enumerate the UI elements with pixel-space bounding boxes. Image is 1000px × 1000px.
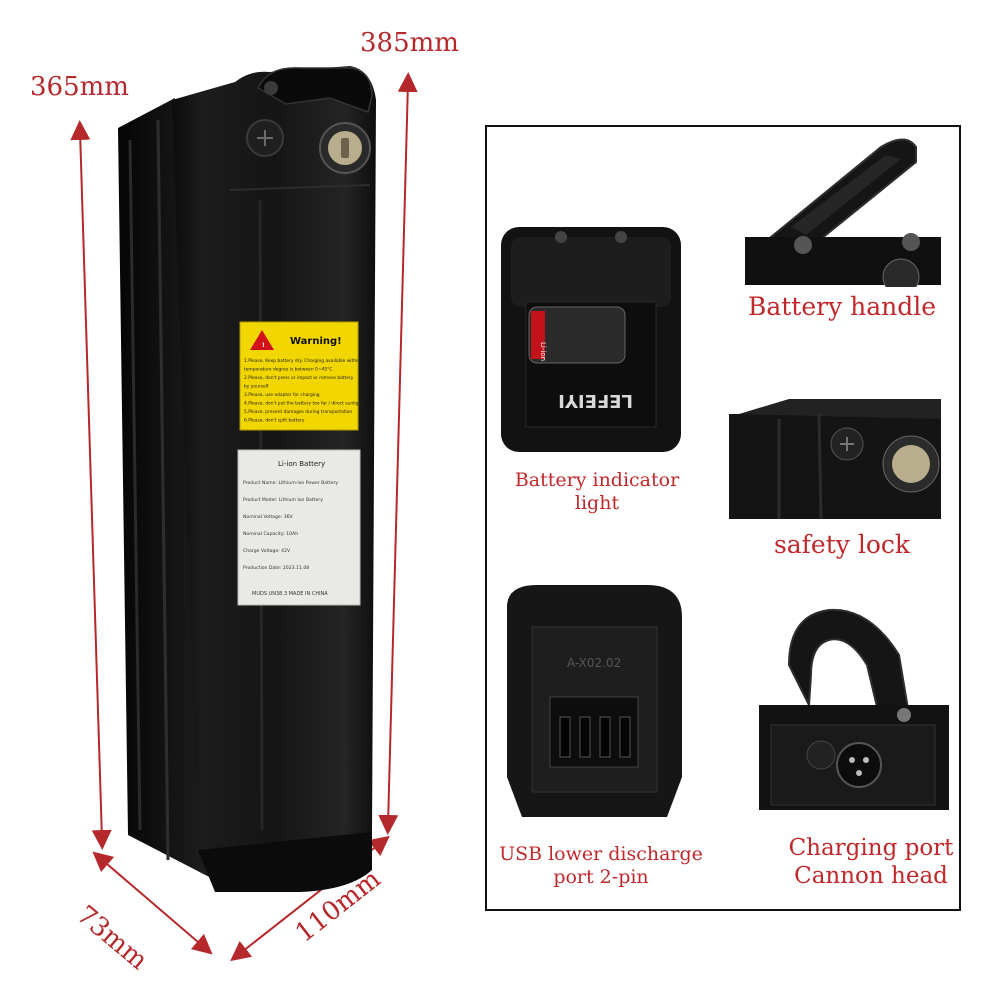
- spec-title: Li-ion Battery: [278, 460, 325, 468]
- indicator-caption-line1: Battery indicator: [514, 469, 680, 491]
- indicator-tag: Li-ion: [539, 342, 547, 361]
- safety-lock-photo: [729, 399, 941, 519]
- handle-photo: [745, 138, 941, 287]
- warning-line: 6.Please, don't split battery: [244, 418, 305, 424]
- warning-line: 3.Please, use adapter for charging: [244, 392, 320, 398]
- port-code: A-X02.02: [567, 656, 621, 670]
- battery-handle-top: [257, 67, 373, 113]
- spec-row: Product Name: Lithium-ion Power Battery: [243, 480, 338, 486]
- charging-port-photo: [759, 608, 949, 810]
- length-left-arrow: [70, 120, 112, 850]
- spec-row: Nominal Capacity: 10Ah: [243, 531, 298, 537]
- warning-title: Warning!: [290, 336, 342, 347]
- spec-row: Nominal Voltage: 36V: [243, 514, 294, 520]
- indicator-brand: LEFEIYI: [558, 390, 633, 411]
- usb-port-photo: A-X02.02: [507, 585, 682, 817]
- length-right-label: 385mm: [360, 28, 459, 58]
- charging-caption-line1: Charging port: [788, 835, 954, 861]
- battery-side-face: [118, 98, 215, 880]
- warning-line: 4.Please, don't put the battery too far …: [244, 401, 363, 407]
- indicator-photo: Li-ion LEFEIYI: [501, 227, 681, 452]
- warning-line: temperature degree is between 0~45°C: [244, 367, 332, 373]
- warning-line: by yourself: [244, 384, 269, 390]
- usb-caption-line1: USB lower discharge: [499, 843, 703, 865]
- length-right-arrow: [378, 72, 418, 835]
- battery-handle-caption: Battery handle: [747, 292, 937, 321]
- warning-line: 1.Please, Keep battery dry. Charging ava…: [244, 358, 360, 364]
- detail-panel: Li-ion LEFEIYI Battery indicator light B…: [485, 125, 961, 911]
- indicator-caption: Battery indicator light: [497, 469, 697, 515]
- spec-row: Production Date: 2023.11.08: [243, 565, 309, 571]
- depth-arrow: [92, 851, 213, 955]
- indicator-caption-line2: light: [574, 491, 620, 514]
- spec-row: Charge Voltage: 42V: [243, 548, 291, 554]
- spec-footer: MUDS UN38.3 MADE IN CHINA: [252, 591, 328, 597]
- warning-line: 2.Please, don't press or impact or remov…: [244, 375, 354, 381]
- charging-caption-line2: Cannon head: [794, 862, 948, 889]
- svg-text:!: !: [262, 342, 265, 349]
- warning-label: ! Warning! 1.Please, Keep battery dry. C…: [239, 321, 363, 431]
- usb-caption-line2: port 2-pin: [553, 865, 649, 888]
- charging-caption: Charging port Cannon head: [777, 835, 965, 890]
- spec-label: Li-ion Battery Product Name: Lithium-ion…: [237, 449, 361, 606]
- spec-row: Product Model: Lithium Ion Battery: [243, 497, 323, 503]
- handle-screw-icon: [264, 81, 278, 95]
- safety-lock-caption: safety lock: [773, 530, 911, 559]
- warning-line: 5.Please, prevent damages during transpo…: [244, 409, 352, 415]
- length-left-label: 365mm: [30, 72, 129, 102]
- cannon-connector-icon: [836, 742, 882, 788]
- usb-caption: USB lower discharge port 2-pin: [487, 843, 715, 889]
